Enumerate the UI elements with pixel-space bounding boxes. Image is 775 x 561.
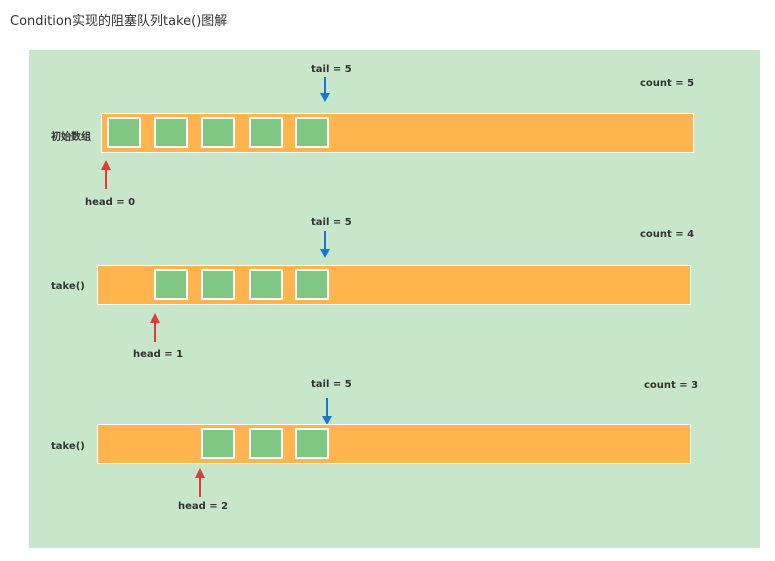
array-element	[295, 117, 329, 148]
array-element	[107, 117, 141, 148]
head-arrow	[195, 468, 205, 497]
tail-label: tail = 5	[311, 379, 352, 390]
count-label: count = 5	[640, 78, 695, 89]
array-bar	[97, 424, 691, 464]
array-element	[201, 269, 235, 300]
array-element	[201, 117, 235, 148]
array-element	[295, 428, 329, 459]
array-element	[249, 117, 283, 148]
head-arrow	[150, 313, 160, 342]
row-label: 初始数组	[51, 132, 91, 143]
array-bar	[97, 265, 691, 305]
head-label: head = 1	[133, 349, 184, 360]
array-element	[295, 269, 329, 300]
diagram-canvas: tail = 5 count = 5 初始数组 head = 0 tail = …	[29, 50, 760, 548]
array-element	[154, 117, 188, 148]
count-label: count = 4	[640, 229, 695, 240]
tail-arrow	[322, 398, 332, 425]
head-arrow	[101, 160, 111, 189]
array-bar	[101, 113, 694, 153]
page-title: Condition实现的阻塞队列take()图解	[10, 14, 228, 29]
head-label: head = 0	[85, 197, 136, 208]
row-label: take()	[51, 281, 85, 292]
tail-label: tail = 5	[311, 217, 352, 228]
tail-arrow	[320, 231, 330, 258]
tail-label: tail = 5	[311, 64, 352, 75]
array-element	[249, 269, 283, 300]
tail-arrow	[320, 77, 330, 102]
array-element	[154, 269, 188, 300]
array-element	[249, 428, 283, 459]
array-element	[201, 428, 235, 459]
head-label: head = 2	[178, 501, 229, 512]
row-label: take()	[51, 441, 85, 452]
count-label: count = 3	[644, 380, 699, 391]
